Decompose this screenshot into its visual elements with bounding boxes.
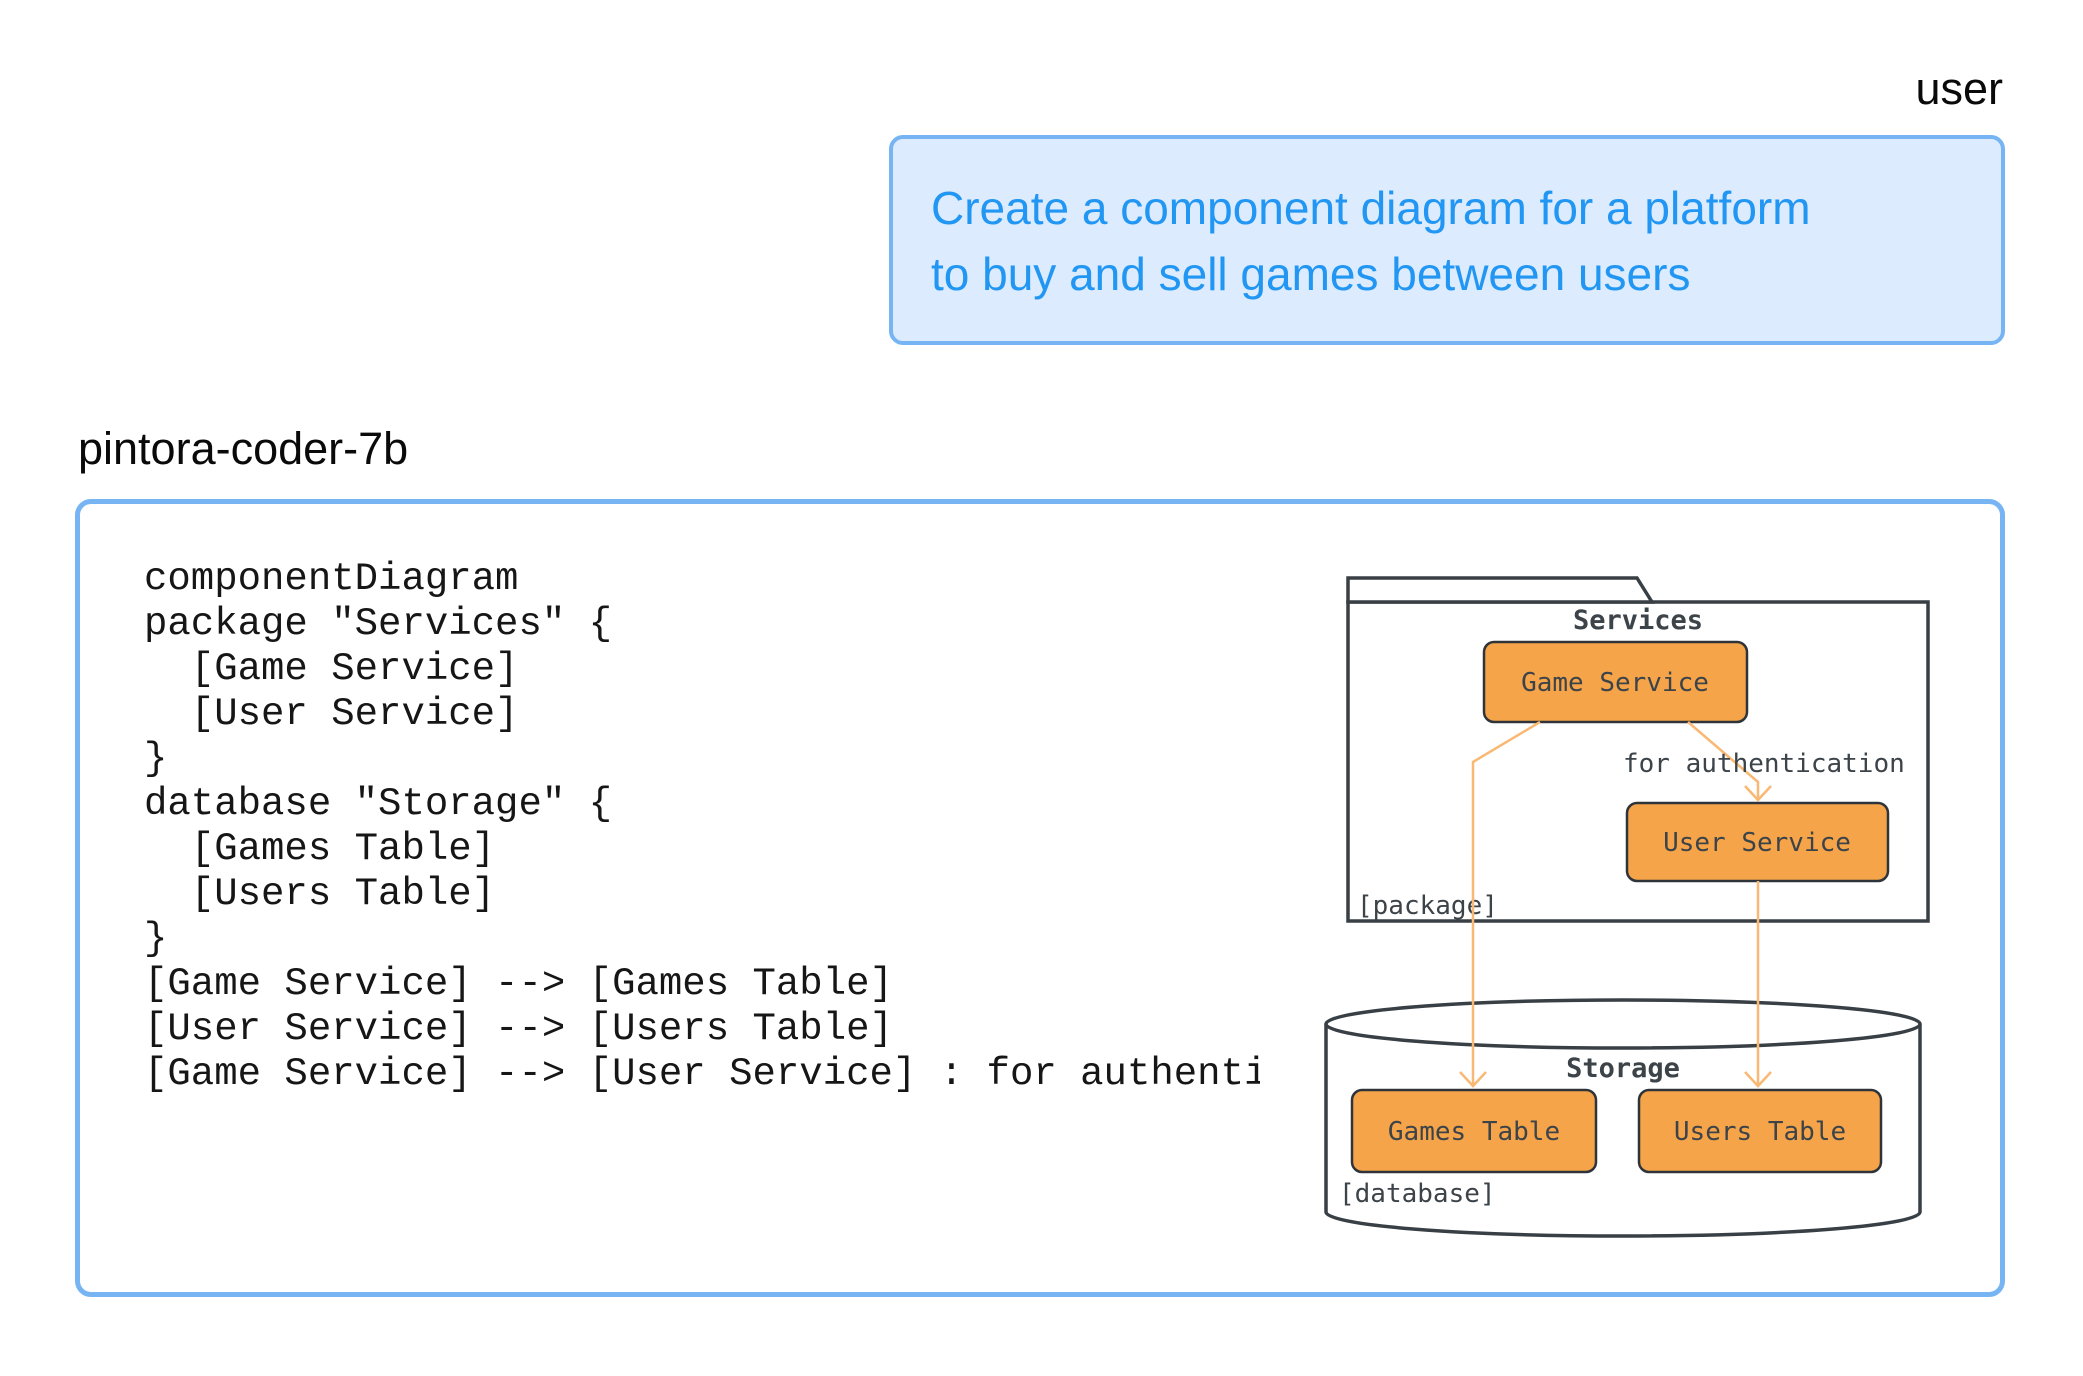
arrowhead-user-service (1744, 785, 1772, 802)
game-service-node (1482, 640, 1749, 724)
package-type-label: [package] (1357, 891, 1498, 921)
users-table-node-label: Users Table (1674, 1117, 1846, 1147)
user-message-text: Create a component diagram for a platfor… (931, 182, 1811, 300)
user-role-label: user (1915, 63, 2003, 114)
user-service-node-label: User Service (1663, 828, 1851, 858)
arrowhead-users-table (1744, 1071, 1772, 1088)
arrowhead-games-table (1459, 1071, 1487, 1088)
game-service-node-label: Game Service (1521, 668, 1709, 698)
edge-label-for-authentication: for authentication (1623, 749, 1905, 779)
users-table-node (1637, 1088, 1883, 1174)
services-package-tab (1346, 576, 1656, 604)
edge-game-service-to-user-service (1687, 721, 1760, 800)
model-response-card: componentDiagram package "Services" { [G… (75, 499, 2005, 1297)
games-table-node (1350, 1088, 1598, 1174)
games-table-node-label: Games Table (1388, 1117, 1560, 1147)
pintora-source-code: componentDiagram package "Services" { [G… (144, 557, 1260, 1096)
edge-game-service-to-games-table (1471, 720, 1541, 1086)
component-diagram: Services [package] Storage [database] Ga… (1324, 576, 1930, 1238)
database-type-label: [database] (1339, 1179, 1496, 1209)
storage-database-top (1324, 998, 1922, 1050)
storage-database-body (1324, 1024, 1922, 1238)
services-package-title: Services (1573, 605, 1703, 636)
storage-database-title: Storage (1566, 1053, 1680, 1084)
model-name-label: pintora-coder-7b (78, 423, 409, 474)
user-message-bubble: Create a component diagram for a platfor… (889, 135, 2005, 345)
